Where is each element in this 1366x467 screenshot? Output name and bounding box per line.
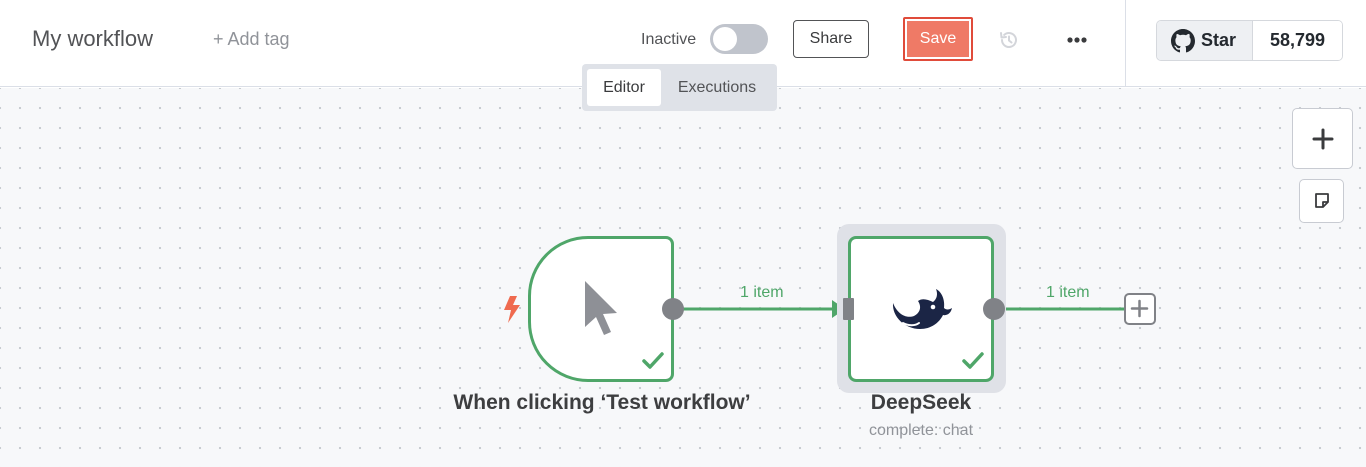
add-next-node-button[interactable] [1124,293,1156,325]
add-tag-button[interactable]: + Add tag [213,29,290,49]
save-button[interactable]: Save [907,21,969,57]
tab-editor[interactable]: Editor [587,69,661,106]
workflow-title[interactable]: My workflow [32,26,154,51]
connection-item-count: 1 item [1046,284,1090,301]
add-node-button[interactable] [1292,108,1353,169]
github-star-label: Star [1201,30,1237,50]
cursor-icon [585,281,617,335]
more-options-icon[interactable] [1063,27,1091,53]
github-icon [1171,28,1195,52]
github-star-left[interactable]: Star [1157,21,1253,60]
trigger-node-label: When clicking ‘Test workflow’ [453,391,751,414]
workflow-canvas[interactable] [0,88,1366,467]
save-button-highlight: Save [903,17,973,61]
plus-icon [1312,128,1333,149]
connection-item-count: 1 item [740,284,784,301]
trigger-node[interactable] [528,236,674,382]
deepseek-output-handle[interactable] [982,297,1006,321]
github-star-count[interactable]: 58,799 [1253,21,1342,60]
github-star-button[interactable]: Star 58,799 [1156,20,1343,61]
deepseek-node-label: DeepSeek [870,391,972,414]
share-button[interactable]: Share [793,20,869,58]
toggle-knob [713,27,737,51]
history-icon[interactable] [996,27,1022,53]
workflow-header: My workflow + Add tag Inactive Share Sav… [0,0,1366,87]
deepseek-node[interactable] [848,236,994,382]
workflow-status-label: Inactive [641,31,697,48]
success-check-icon [962,352,984,369]
active-toggle[interactable] [710,24,768,54]
deepseek-whale-icon [892,289,952,329]
deepseek-input-handle[interactable] [843,298,854,320]
deepseek-node-subtitle: complete: chat [868,422,974,439]
tab-executions[interactable]: Executions [677,78,757,96]
header-divider [1125,0,1126,87]
add-sticky-note-button[interactable] [1299,179,1344,223]
trigger-bolt-icon [504,296,520,323]
view-tabs: Editor Executions [582,64,777,111]
sticky-note-icon [1314,193,1329,208]
plus-icon [1130,299,1149,318]
success-check-icon [642,352,664,369]
trigger-output-handle[interactable] [661,297,685,321]
